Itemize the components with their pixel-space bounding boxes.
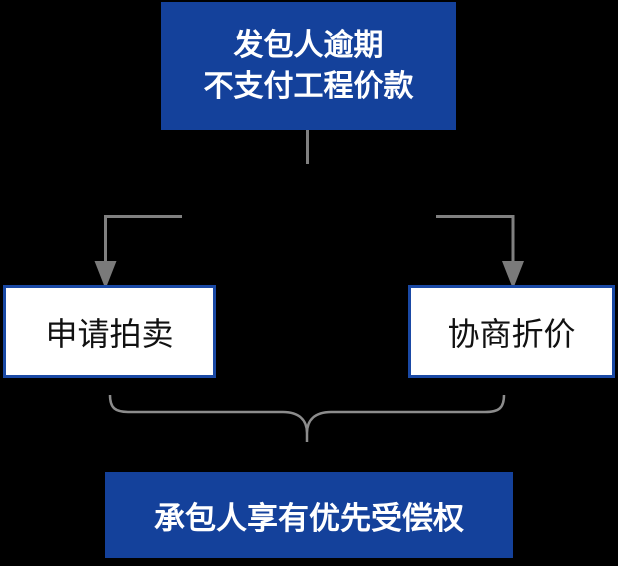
- top-node: 发包人逾期 不支付工程价款: [161, 2, 456, 130]
- top-node-line2: 不支付工程价款: [203, 69, 414, 104]
- right-arrowhead-icon: [502, 261, 524, 289]
- left-node: 申请拍卖: [3, 285, 216, 378]
- bottom-node-label: 承包人享有优先受偿权: [154, 500, 464, 537]
- right-node-label: 协商折价: [447, 314, 576, 353]
- right-connector: [436, 215, 515, 262]
- underbrace-connector: [108, 394, 506, 442]
- left-connector: [104, 215, 182, 262]
- right-node: 协商折价: [408, 285, 615, 378]
- bottom-node: 承包人享有优先受偿权: [105, 472, 513, 558]
- top-node-line1: 发包人逾期: [233, 28, 384, 63]
- left-node-label: 申请拍卖: [45, 314, 174, 353]
- left-arrowhead-icon: [94, 261, 117, 289]
